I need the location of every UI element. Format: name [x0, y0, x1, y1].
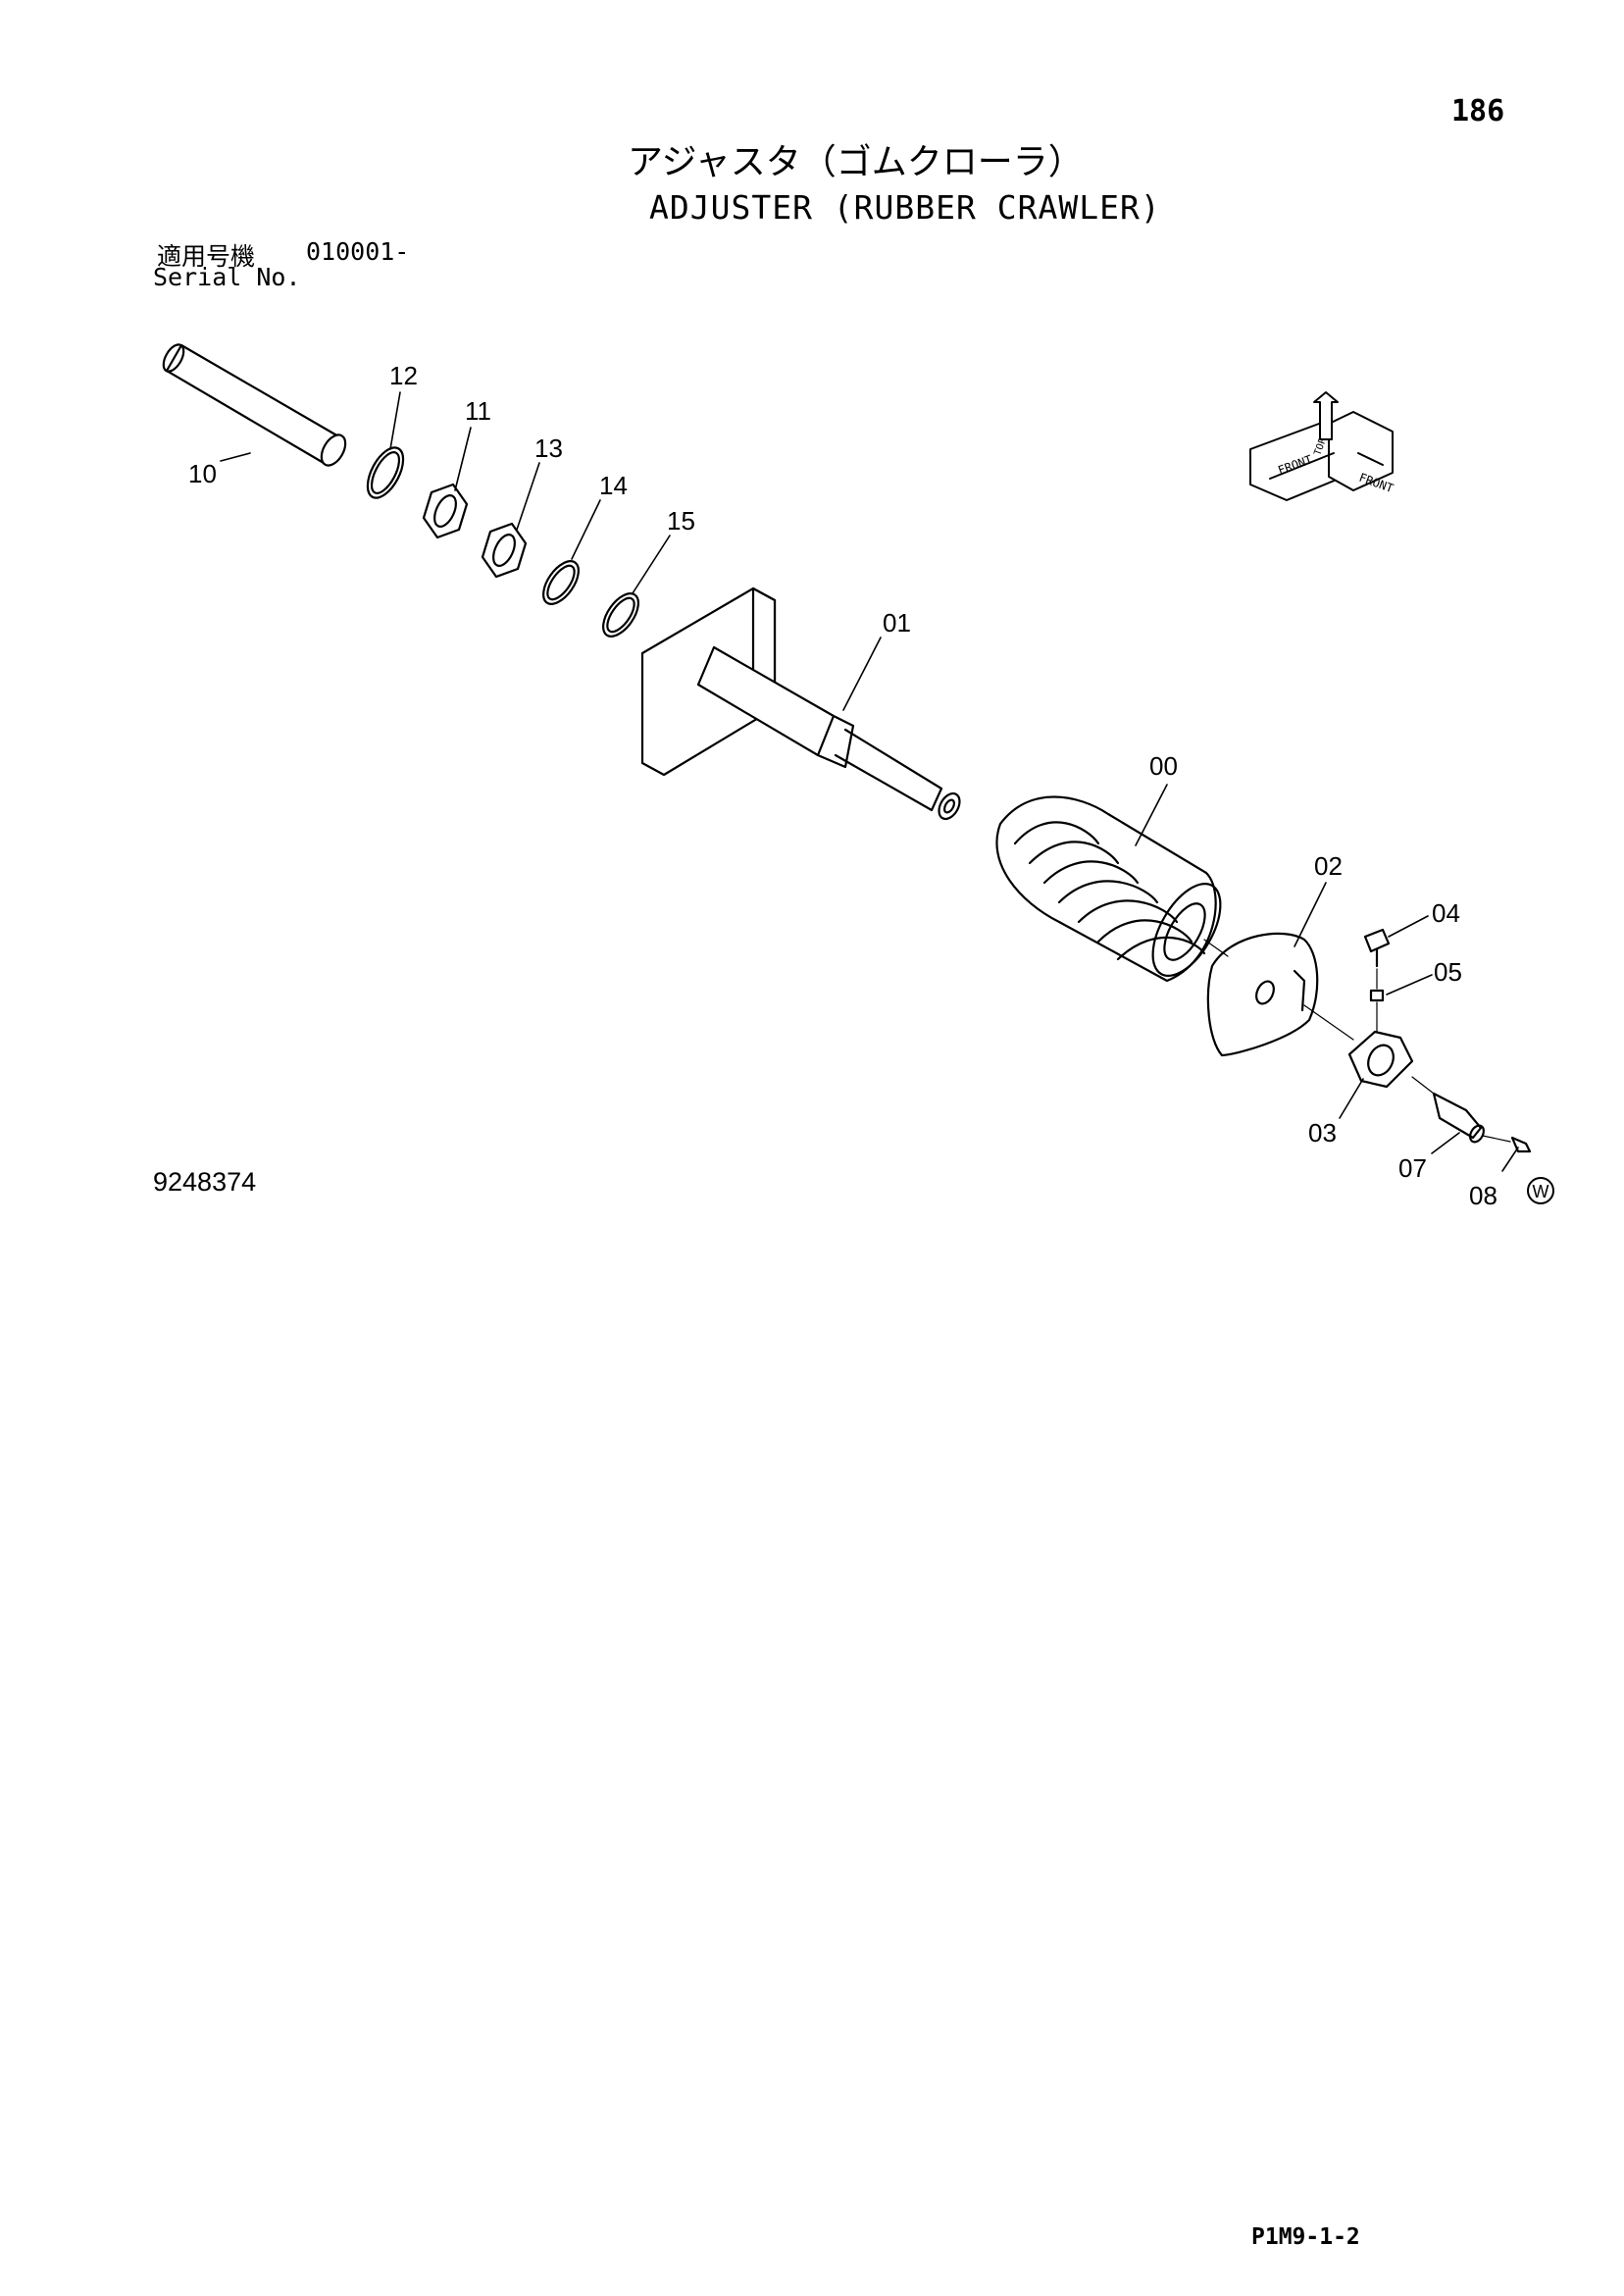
assembly-axis-lines	[1203, 939, 1511, 1143]
part-10-pin	[162, 343, 347, 467]
part-11-nut	[422, 483, 469, 539]
label-01: 01	[883, 608, 911, 638]
label-02: 02	[1314, 851, 1343, 881]
drawing-number: 9248374	[153, 1167, 257, 1197]
svg-text:W: W	[1533, 1182, 1549, 1201]
title-english: ADJUSTER (RUBBER CRAWLER)	[649, 188, 1161, 227]
part-02-bracket	[1206, 932, 1319, 1057]
label-11: 11	[465, 396, 491, 426]
part-03-valve-body	[1347, 1030, 1414, 1089]
part-04-fitting	[1363, 928, 1391, 968]
label-03: 03	[1308, 1118, 1337, 1148]
label-14: 14	[599, 471, 628, 500]
label-10: 10	[188, 459, 217, 488]
part-08-grease-nipple	[1510, 1136, 1532, 1153]
part-12-snap-ring	[366, 446, 405, 499]
serial-label-english: Serial No.	[153, 263, 301, 291]
part-13-nut	[481, 522, 528, 579]
part-number-labels: 10 12 11 13 14 15 01 00 02 04 05 03 07 0…	[188, 361, 1497, 1210]
footer-code: P1M9-1-2	[1251, 2224, 1360, 2250]
leader-lines	[220, 391, 1519, 1172]
label-15: 15	[667, 506, 695, 536]
part-05-seal	[1369, 989, 1385, 1002]
title-japanese: アジャスタ（ゴムクローラ）	[628, 142, 1084, 182]
label-04: 04	[1432, 898, 1460, 928]
label-05: 05	[1434, 957, 1462, 987]
part-01-cylinder-rod	[640, 587, 961, 821]
page-number: 186	[1451, 94, 1505, 128]
direction-compass-icon: FRONT FRONT TOP	[1249, 391, 1396, 501]
label-00: 00	[1149, 751, 1178, 781]
part-14-seal-ring	[542, 560, 580, 605]
part-00-spring	[995, 795, 1222, 983]
part-15-backup-ring	[602, 592, 639, 638]
label-08: 08	[1469, 1181, 1497, 1210]
serial-label-japanese: 適用号機	[157, 242, 256, 271]
part-07-valve	[1432, 1092, 1485, 1144]
label-07: 07	[1398, 1153, 1427, 1183]
serial-code: 010001-	[306, 237, 410, 266]
label-12: 12	[389, 361, 418, 390]
label-13: 13	[534, 434, 563, 463]
w-symbol: W	[1527, 1177, 1554, 1204]
